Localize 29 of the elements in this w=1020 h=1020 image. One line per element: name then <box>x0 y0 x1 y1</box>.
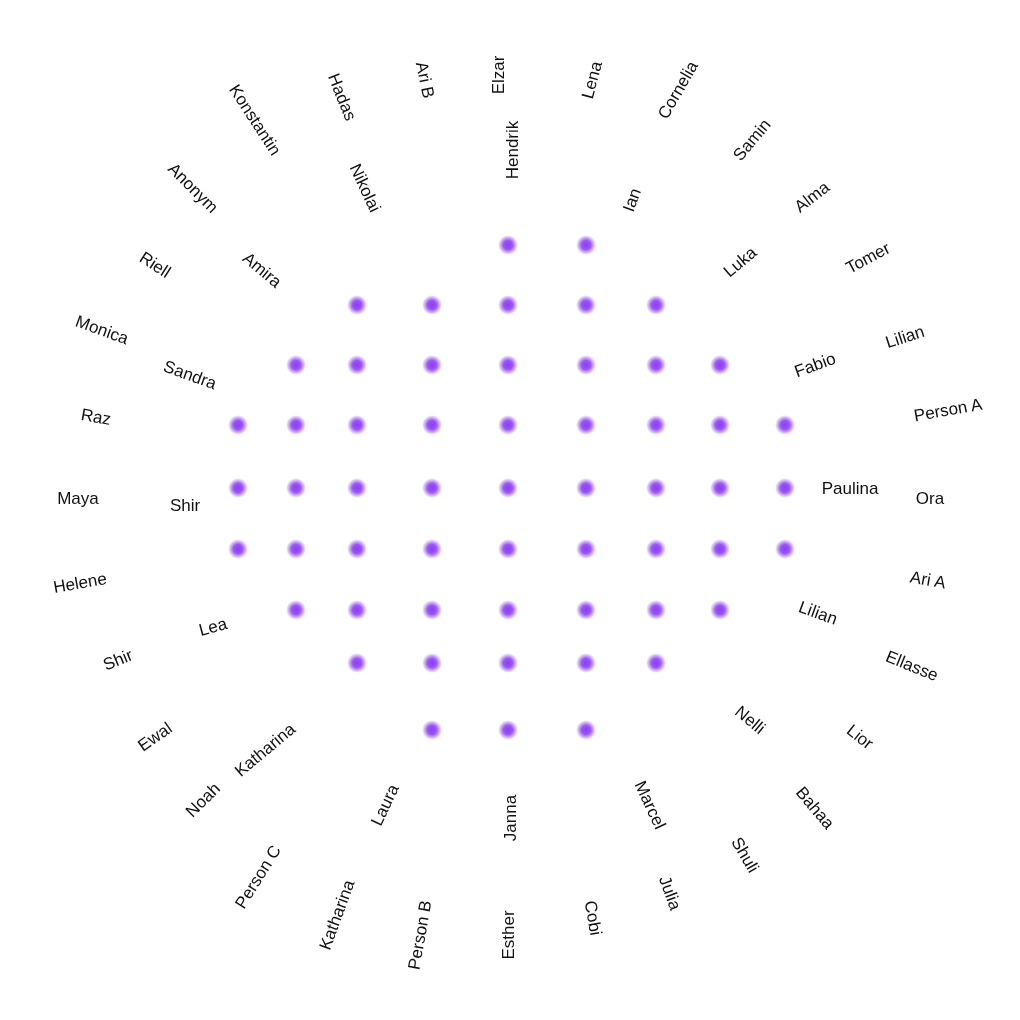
name-label: Lea <box>197 615 229 639</box>
name-label: Julia <box>656 873 684 913</box>
name-label: Ian <box>619 186 645 214</box>
name-label: Shir <box>100 646 136 674</box>
name-label: Raz <box>79 406 113 428</box>
name-label: Ora <box>915 489 945 507</box>
name-label: Tomer <box>843 239 893 277</box>
name-label: Janna <box>501 794 519 842</box>
name-label: Hadas <box>324 71 360 123</box>
name-label: Cobi <box>581 899 605 937</box>
name-label: Person B <box>405 899 435 971</box>
name-label: Maya <box>57 489 99 507</box>
name-label: Fabio <box>792 349 838 381</box>
name-label: Luka <box>720 243 760 281</box>
name-label: Person A <box>912 395 984 425</box>
name-label: Hendrik <box>503 120 521 180</box>
name-label: Ari B <box>412 60 438 100</box>
name-label: Shir <box>169 496 201 514</box>
name-label: Helene <box>52 569 108 597</box>
name-label: Lilian <box>796 598 840 628</box>
name-label: Lior <box>843 721 877 753</box>
name-label: Riell <box>136 248 174 282</box>
name-label: Esther <box>499 910 517 960</box>
name-label: Laura <box>368 781 402 829</box>
name-label: Lilian <box>883 322 927 352</box>
name-label: Ari A <box>908 568 948 592</box>
name-label: Elzar <box>489 55 507 95</box>
name-label: Paulina <box>821 479 879 497</box>
name-label: Lena <box>578 59 606 101</box>
